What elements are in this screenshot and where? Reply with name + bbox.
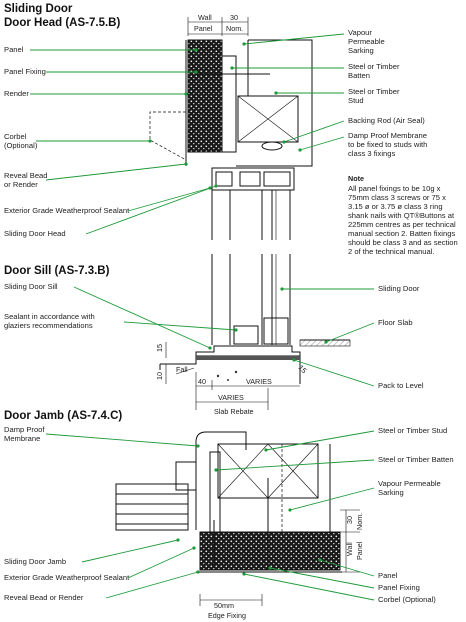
jamb-dim-panel: Panel (355, 541, 364, 560)
head-dim-nom: Nom. (226, 24, 243, 33)
head-right-labels: Vapour Permeable Sarking Steel or Timber… (232, 28, 427, 158)
label-permeable: Permeable (348, 37, 385, 46)
head-dimensions: Wall Panel 30 Nom. (187, 13, 249, 36)
note-title: Note (348, 174, 364, 183)
label-corbel-optional: (Optional) (4, 141, 38, 150)
note-line-6: manual section 2. Batten fixings (348, 229, 455, 238)
sill-fall: Fall (176, 365, 188, 374)
jamb-left-labels: Damp Proof Membrane Sliding Door Jamb Ex… (4, 425, 199, 602)
label-batten-line2: Batten (348, 71, 370, 80)
label-jamb-batten: Steel or Timber Batten (378, 455, 454, 464)
leader-dots (148, 42, 328, 576)
note-line-2: 75mm class 3 screws or 75 x (348, 193, 446, 202)
head-door-frame (211, 167, 295, 191)
note-line-1: All panel fixings to be 10g x (348, 184, 441, 193)
label-jamb-vapour: Vapour Permeable (378, 479, 441, 488)
sill-slab-rebate: Slab Rebate (214, 407, 254, 416)
label-reveal-or-render: or Render (4, 180, 38, 189)
head-panel (187, 39, 223, 153)
label-dpm-line1: Damp Proof Membrane (348, 131, 427, 140)
label-jamb-corbel: Corbel (Optional) (378, 595, 436, 604)
jamb-dpm (195, 431, 247, 530)
head-corbel (149, 111, 187, 161)
head-title-line1: Sliding Door (4, 3, 73, 15)
label-floor-slab: Floor Slab (378, 318, 413, 327)
label-jamb-dpm-line2: Membrane (4, 434, 40, 443)
head-left-labels: Panel Panel Fixing Render Corbel (Option… (4, 45, 217, 238)
jamb-dimensions: 30 Nom. Wall Panel 50mm Edge Fixing (199, 509, 364, 620)
sill-dim-10: 10 (155, 372, 164, 380)
sill-dim-varies-bottom: VARIES (218, 393, 244, 402)
sill-dim-40: 40 (198, 377, 206, 386)
label-sealant-line2: glaziers recommendations (4, 321, 93, 330)
sill-dim-varies-top: VARIES (246, 377, 272, 386)
label-reveal-bead: Reveal Bead (4, 171, 47, 180)
label-vapour: Vapour (348, 28, 372, 37)
sill-dimensions: 15 10 Fall 40 VARIES 15 VARIES Slab Reba… (155, 342, 309, 416)
head-dim-wall: Wall (198, 13, 212, 22)
door-jamb-section: Door Jamb (AS-7.4.C) 30 Nom. Wall (4, 410, 454, 620)
label-jamb-stud: Steel or Timber Stud (378, 426, 447, 435)
note-line-8: 2 of the technical manual. (348, 247, 435, 256)
jamb-right-labels: Steel or Timber Stud Steel or Timber Bat… (215, 426, 454, 604)
sill-profile (195, 345, 301, 357)
label-jamb-reveal: Reveal Bead or Render (4, 593, 84, 602)
note-line-5: 225mm centres as per technical (348, 220, 456, 229)
label-sliding-door: Sliding Door (378, 284, 420, 293)
note-block: Note All panel fixings to be 10g x 75mm … (348, 174, 458, 256)
sill-dim-15: 15 (155, 344, 164, 352)
jamb-dim-nom: Nom. (355, 513, 364, 530)
note-line-4: shank nails with QT®Buttons at (348, 211, 455, 220)
label-sliding-door-head: Sliding Door Head (4, 229, 66, 238)
label-jamb-panel-fixing: Panel Fixing (378, 583, 420, 592)
label-jamb-sarking: Sarking (378, 488, 404, 497)
label-jamb-sealant: Exterior Grade Weatherproof Sealant (4, 573, 130, 582)
jamb-profile (115, 483, 189, 531)
label-batten-line1: Steel or Timber (348, 62, 400, 71)
jamb-edge-dim: 50mm (214, 601, 234, 610)
note-line-7: should be class 3 and as section (348, 238, 458, 247)
label-pack-to-level: Pack to Level (378, 381, 424, 390)
sill-dim-15b: 15 (297, 363, 309, 375)
jamb-panel (199, 531, 341, 571)
head-dim-30: 30 (230, 13, 238, 22)
head-title-line2: Door Head (AS-7.5.B) (4, 17, 120, 29)
label-sliding-door-sill: Sliding Door Sill (4, 282, 58, 291)
jamb-title: Door Jamb (AS-7.4.C) (4, 410, 122, 422)
label-panel-fixing: Panel Fixing (4, 67, 46, 76)
sill-right-labels: Sliding Door Floor Slab Pack to Level (282, 284, 424, 390)
sill-left-labels: Sliding Door Sill Sealant in accordance … (4, 282, 237, 349)
head-batten (221, 55, 237, 153)
head-dim-panel: Panel (194, 24, 213, 33)
jamb-dim-30: 30 (345, 516, 354, 524)
jamb-dim-wall: Wall (345, 542, 354, 556)
sill-title: Door Sill (AS-7.3.B) (4, 265, 110, 277)
label-jamb-dpm-line1: Damp Proof (4, 425, 45, 434)
door-head-section: Sliding Door Door Head (AS-7.5.B) Wall P… (4, 3, 427, 240)
label-stud-line2: Stud (348, 96, 364, 105)
label-render: Render (4, 89, 29, 98)
head-backing-rod (261, 141, 283, 151)
jamb-edge-fixing: Edge Fixing (208, 611, 246, 620)
note-line-3: 3.15 ø or 3.75 ø class 3 ring (348, 202, 443, 211)
label-sarking: Sarking (348, 46, 374, 55)
door-sill-section: Door Sill (AS-7.3.B) 15 10 Fall (4, 254, 424, 416)
label-dpm-line3: class 3 fixings (348, 149, 395, 158)
label-stud-line1: Steel or Timber (348, 87, 400, 96)
label-weatherproof-sealant: Exterior Grade Weatherproof Sealant (4, 206, 130, 215)
label-backing-rod: Backing Rod (Air Seal) (348, 116, 425, 125)
label-sliding-door-jamb: Sliding Door Jamb (4, 557, 66, 566)
label-sealant-line1: Sealant in accordance with (4, 312, 95, 321)
label-corbel: Corbel (4, 132, 27, 141)
label-panel: Panel (4, 45, 24, 54)
label-jamb-panel: Panel (378, 571, 398, 580)
label-dpm-line2: to be fixed to studs with (348, 140, 427, 149)
